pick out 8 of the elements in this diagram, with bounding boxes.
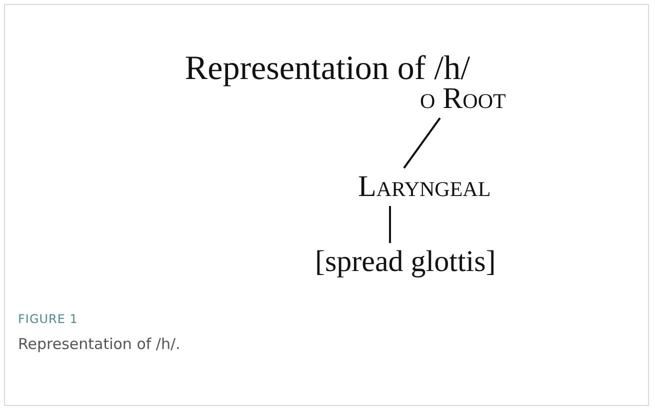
tree-node-label: Laryngeal xyxy=(358,172,491,202)
figure-number: FIGURE 1 xyxy=(18,313,78,325)
tree-node-label: o Root xyxy=(420,84,506,114)
feature-label: [spread glottis] xyxy=(315,247,496,277)
tree-branch-line xyxy=(389,206,391,243)
tree-branch-line xyxy=(403,117,441,169)
title: Representation of /h/ xyxy=(184,52,472,86)
caption: Representation of /h/. xyxy=(18,337,180,352)
